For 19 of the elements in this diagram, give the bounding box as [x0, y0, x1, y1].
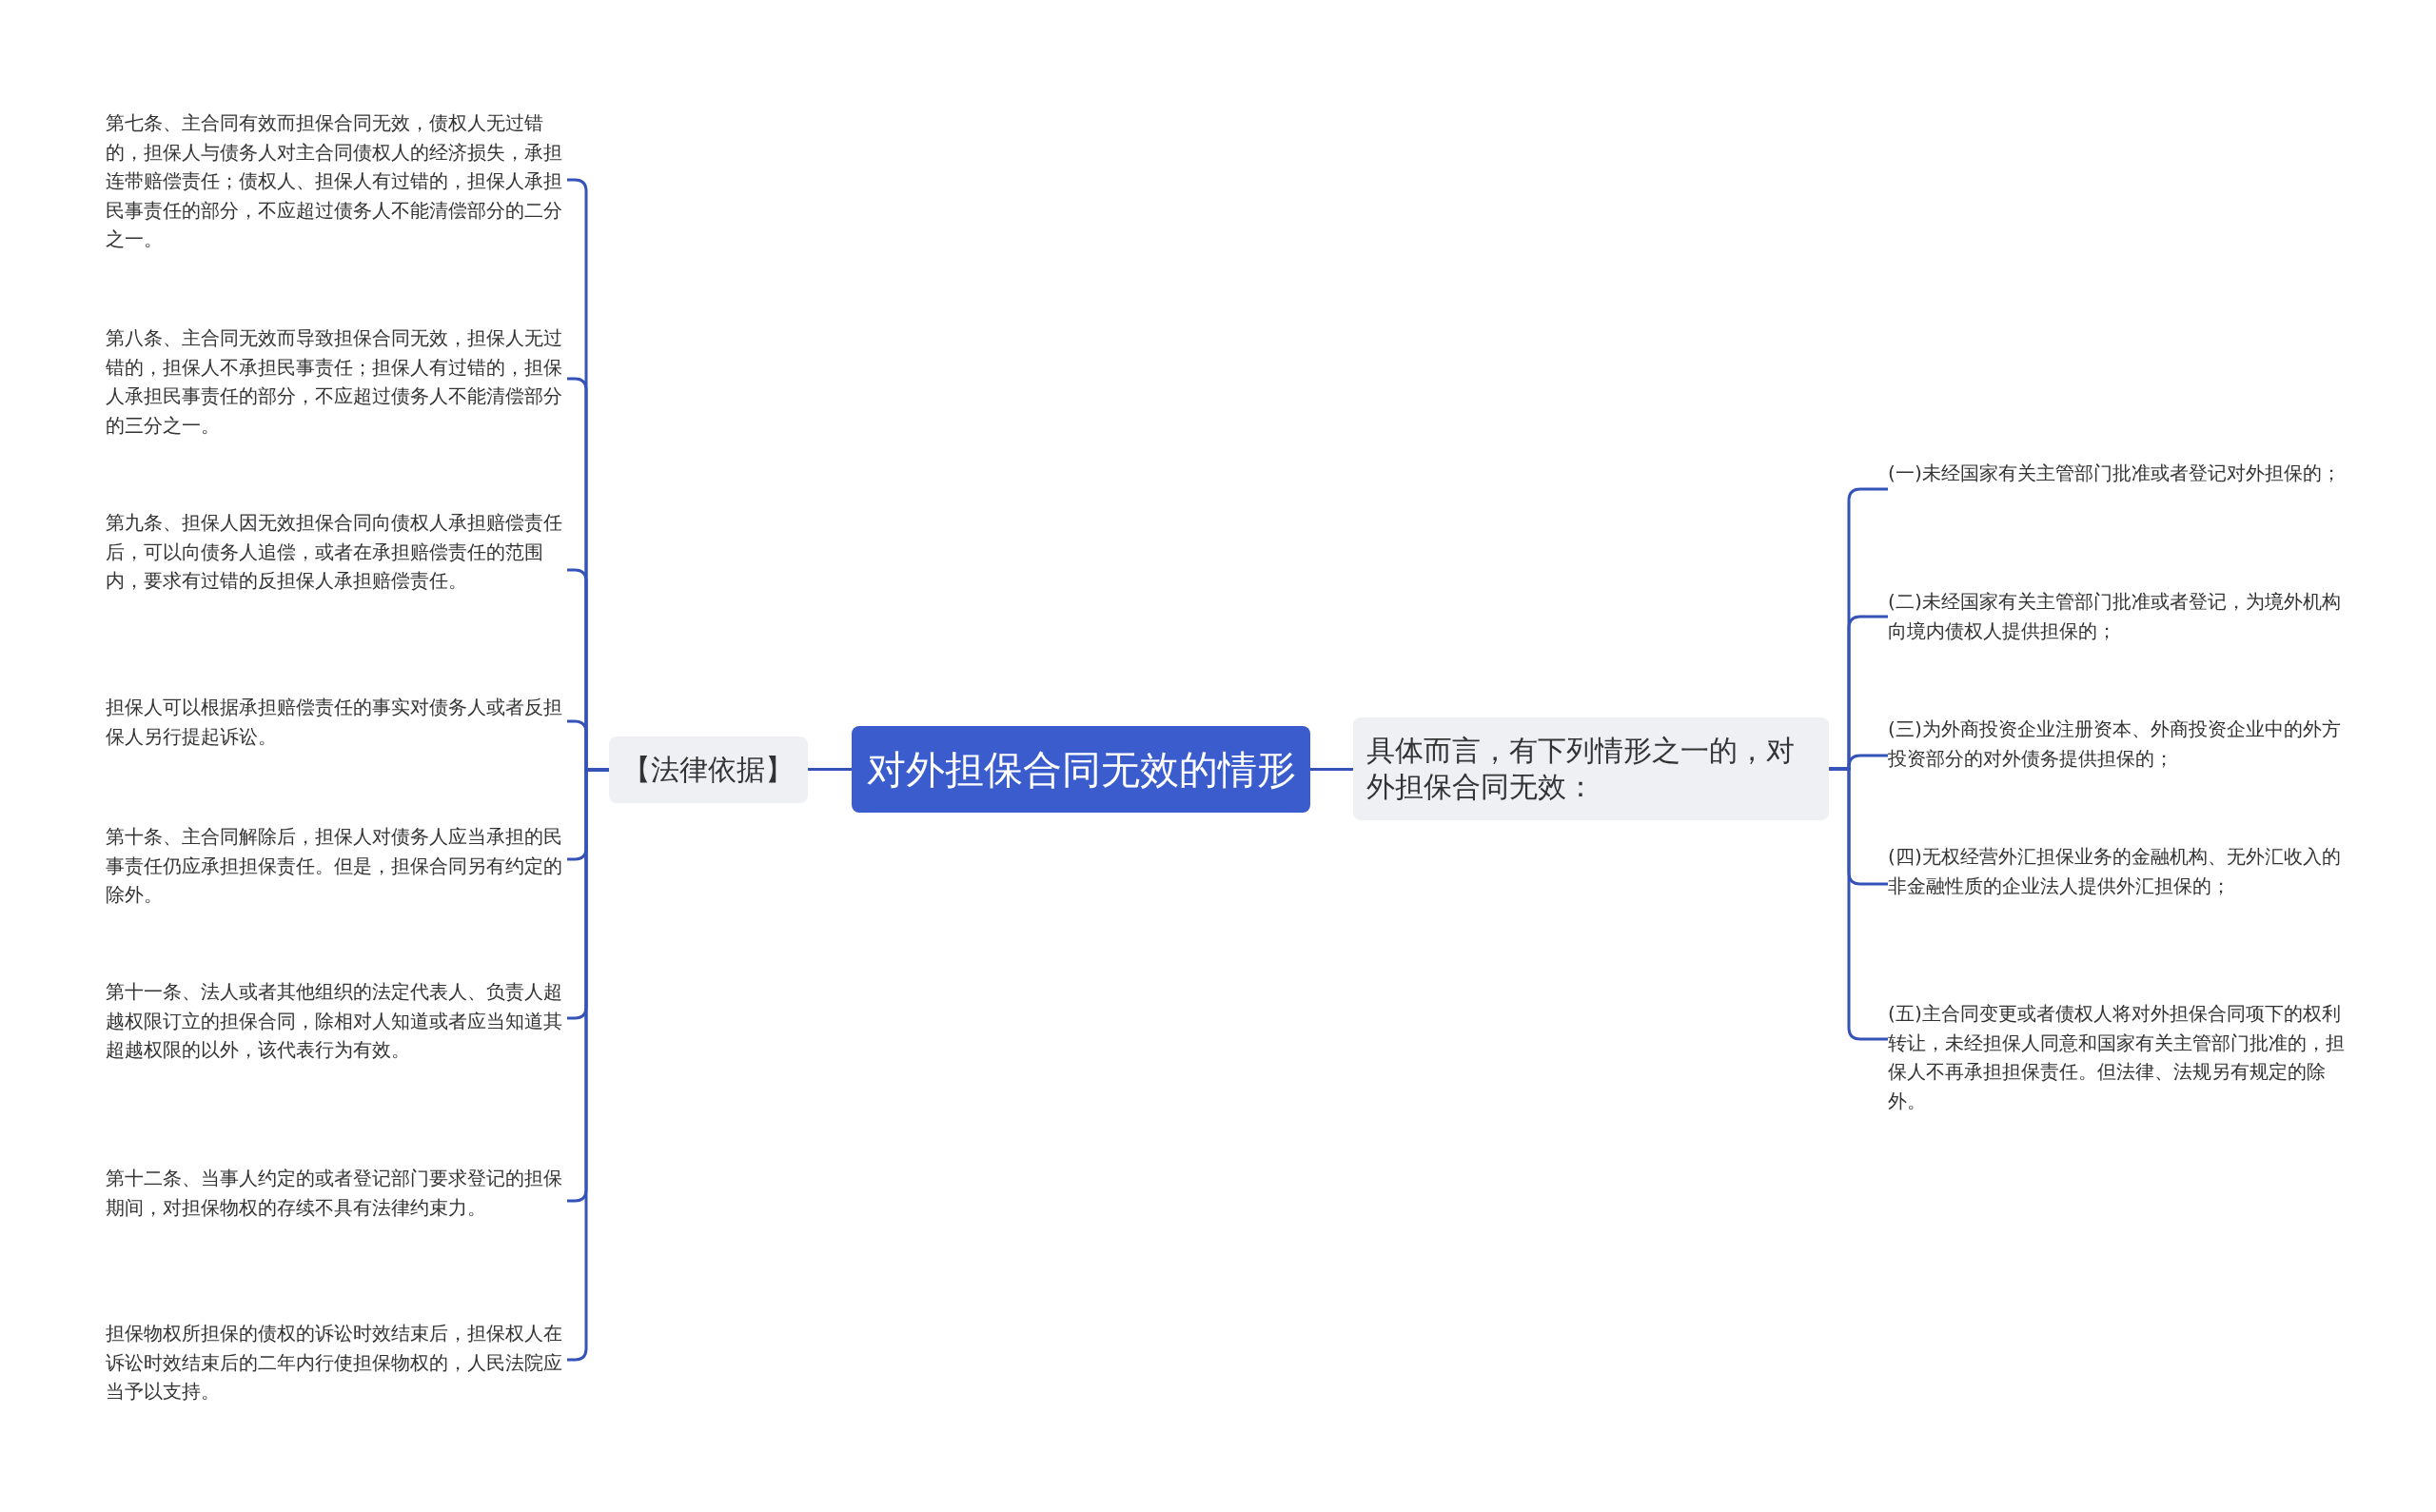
- subtopic-text: 第九条、担保人因无效担保合同向债权人承担赔偿责任后，可以向债务人追偿，或者在承担赔偿责任的范围内，要求有过错的反担保人承担赔偿责任。: [106, 508, 567, 596]
- subtopic-text: (一)未经国家有关主管部门批准或者登记对外担保的；: [1888, 459, 2356, 488]
- subtopic-text: (五)主合同变更或者债权人将对外担保合同项下的权利转让，未经担保人同意和国家有关主管部门批准的，担保人不再承担担保责任。但法律、法规另有规定的除外。: [1888, 999, 2356, 1115]
- subtopic-text: 担保人可以根据承担赔偿责任的事实对债务人或者反担保人另行提起诉讼。: [106, 693, 567, 751]
- central-topic-box: 对外担保合同无效的情形: [852, 726, 1310, 813]
- subtopic-text: 第十条、主合同解除后，担保人对债务人应当承担的民事责任仍应承担担保责任。但是，担保合同另有约定的除外。: [106, 822, 567, 910]
- subtopic-text: 第七条、主合同有效而担保合同无效，债权人无过错的，担保人与债务人对主合同债权人的经济损失，承担连带赔偿责任；债权人、担保人有过错的，担保人承担民事责任的部分，不应超过债务人不能清偿部分的二分之一。: [106, 108, 567, 254]
- subtopic-text: 第十一条、法人或者其他组织的法定代表人、负责人超越权限订立的担保合同，除相对人知道或者应当知道其超越权限的以外，该代表行为有效。: [106, 977, 567, 1065]
- connector-line: [1829, 767, 1888, 1041]
- connector-line: [808, 768, 852, 771]
- topic-box: 【法律依据】: [609, 736, 808, 803]
- subtopic-text: (三)为外商投资企业注册资本、外商投资企业中的外方投资部分的对外债务提供担保的；: [1888, 715, 2356, 773]
- connector-line: [1310, 768, 1353, 771]
- subtopic-text: 第八条、主合同无效而导致担保合同无效，担保人无过错的，担保人不承担民事责任；担保人有过错的，担保人承担民事责任的部分，不应超过债务人不能清偿部分的三分之一。: [106, 324, 567, 440]
- subtopic-text: 担保物权所担保的债权的诉讼时效结束后，担保权人在诉讼时效结束后的二年内行使担保物权的，人民法院应当予以支持。: [106, 1319, 567, 1406]
- topic-box: 具体而言，有下列情形之一的，对外担保合同无效：: [1353, 717, 1829, 820]
- subtopic-text: (四)无权经营外汇担保业务的金融机构、无外汇收入的非金融性质的企业法人提供外汇担保的；: [1888, 842, 2356, 900]
- subtopic-text: 第十二条、当事人约定的或者登记部门要求登记的担保期间，对担保物权的存续不具有法律约束力。: [106, 1164, 567, 1222]
- subtopic-text: (二)未经国家有关主管部门批准或者登记，为境外机构向境内债权人提供担保的；: [1888, 587, 2356, 645]
